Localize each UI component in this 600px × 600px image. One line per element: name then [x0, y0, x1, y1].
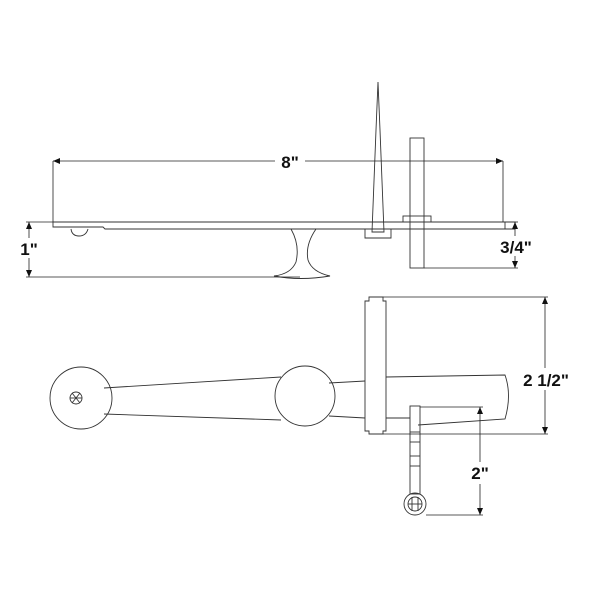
dimension-2-inch: 2" [420, 406, 492, 516]
top-bar [385, 374, 509, 426]
top-knob [274, 365, 336, 427]
dimension-label-1-inch: 1" [20, 240, 38, 259]
top-arm [103, 376, 366, 421]
side-spike [371, 81, 385, 233]
top-plate [364, 296, 387, 435]
dimension-3-4-inch: 3/4" [424, 221, 536, 269]
side-view [52, 81, 516, 279]
side-nut [402, 215, 432, 223]
dimension-1-inch: 1" [20, 221, 300, 278]
dimension-label-2-inch: 2" [471, 464, 489, 483]
top-hinge-eye [403, 492, 427, 516]
side-bar [52, 221, 516, 230]
top-view [49, 296, 509, 516]
side-bolt-head [70, 228, 89, 237]
dimension-label-3-4-inch: 3/4" [500, 238, 532, 257]
side-post [409, 137, 425, 269]
dimension-label-2-1-2-inch: 2 1/2" [523, 371, 569, 390]
top-hinge-strap [409, 405, 421, 495]
dimension-label-8-inch: 8" [281, 153, 299, 172]
dimension-8-inch: 8" [52, 153, 504, 222]
side-pedestal [273, 228, 331, 279]
side-spike-base [364, 229, 392, 239]
dimension-2-1-2-inch: 2 1/2" [383, 296, 574, 435]
top-end-circle [49, 366, 113, 430]
